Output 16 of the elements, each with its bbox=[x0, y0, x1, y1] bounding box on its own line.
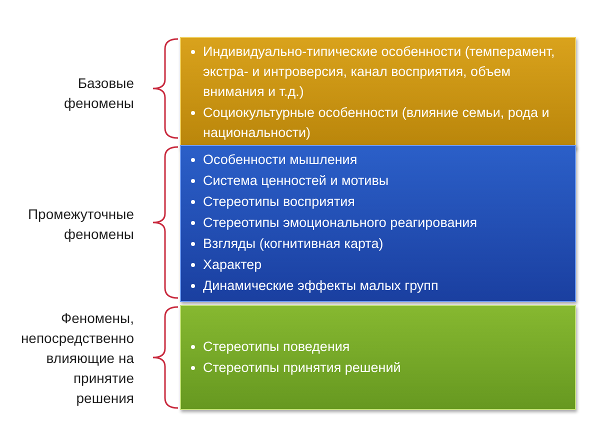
list-item: Индивидуально-типические особенности (темперамент, экстра- и интроверсия, канал восприятия, объем внимания и т.д.) bbox=[203, 44, 555, 99]
list-item: Социокультурные особенности (влияние семьи, рода и национальности) bbox=[203, 105, 550, 140]
list-item: Стереотипы восприятия bbox=[203, 194, 355, 209]
list-panel bbox=[180, 145, 576, 302]
list-item: Динамические эффекты малых групп bbox=[203, 278, 438, 293]
list-item: Взгляды (когнитивная карта) bbox=[203, 236, 384, 251]
list-item: Характер bbox=[203, 257, 262, 272]
list-item: Стереотипы поведения bbox=[203, 338, 350, 354]
group-label: Феномены, непосредственно влияющие на принятие решения bbox=[20, 308, 134, 408]
list-item: Особенности мышления bbox=[203, 152, 358, 167]
list-item: Стереотипы принятия решений bbox=[203, 360, 401, 374]
group-label: Промежуточные феномены bbox=[26, 204, 134, 244]
list-panel bbox=[180, 305, 576, 410]
group-label: Базовые феномены bbox=[62, 74, 134, 113]
list-item: Система ценностей и мотивы bbox=[203, 173, 389, 188]
list-item: Стереотипы эмоционального реагирования bbox=[203, 215, 478, 230]
